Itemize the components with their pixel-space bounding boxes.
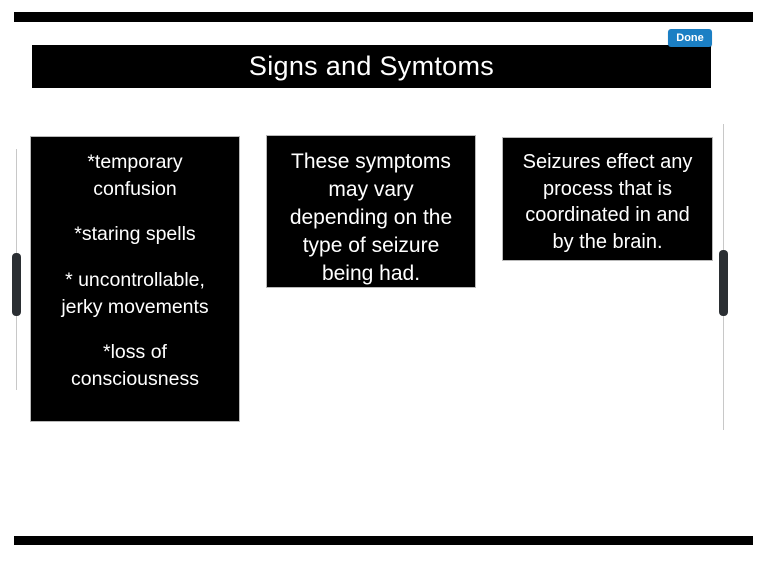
text-line: * uncontrollable, xyxy=(65,268,205,291)
text-box-symptom-variation: These symptoms may vary depending on the… xyxy=(267,136,475,287)
text-line: by the brain. xyxy=(552,230,663,253)
text-line: *temporary xyxy=(87,151,183,173)
scrollbar-vertical-left[interactable] xyxy=(12,149,21,390)
text-line: *loss of xyxy=(103,341,167,364)
done-button[interactable]: Done xyxy=(668,29,712,47)
bottom-divider-rule xyxy=(14,536,753,545)
text-line: coordinated in and xyxy=(525,204,690,227)
text-line-blank xyxy=(37,248,233,267)
top-divider-rule xyxy=(14,12,753,22)
scrollbar-thumb[interactable] xyxy=(719,250,728,316)
text-line: consciousness xyxy=(71,367,199,390)
slide-title-banner: Signs and Symtoms xyxy=(32,45,711,88)
text-line: jerky movements xyxy=(61,295,209,318)
text-line: type of seizure xyxy=(302,233,440,257)
text-line: confusion xyxy=(93,177,177,200)
text-line-blank xyxy=(37,203,233,222)
text-line: These symptoms xyxy=(291,150,451,173)
scrollbar-thumb[interactable] xyxy=(12,253,21,316)
text-line: depending on the xyxy=(289,205,453,229)
text-line: Seizures effect any xyxy=(522,151,693,173)
text-line-blank xyxy=(37,321,233,340)
text-line: *staring spells xyxy=(74,223,196,246)
text-box-seizure-effect: Seizures effect any process that is coor… xyxy=(503,138,712,260)
text-line: being had. xyxy=(321,261,421,285)
text-box-symptoms-list: *temporary confusion *staring spells * u… xyxy=(31,137,239,421)
text-line: process that is xyxy=(543,177,672,200)
scrollbar-vertical-right[interactable] xyxy=(719,124,728,430)
text-line: may vary xyxy=(328,177,414,201)
page-title: Signs and Symtoms xyxy=(248,51,495,81)
